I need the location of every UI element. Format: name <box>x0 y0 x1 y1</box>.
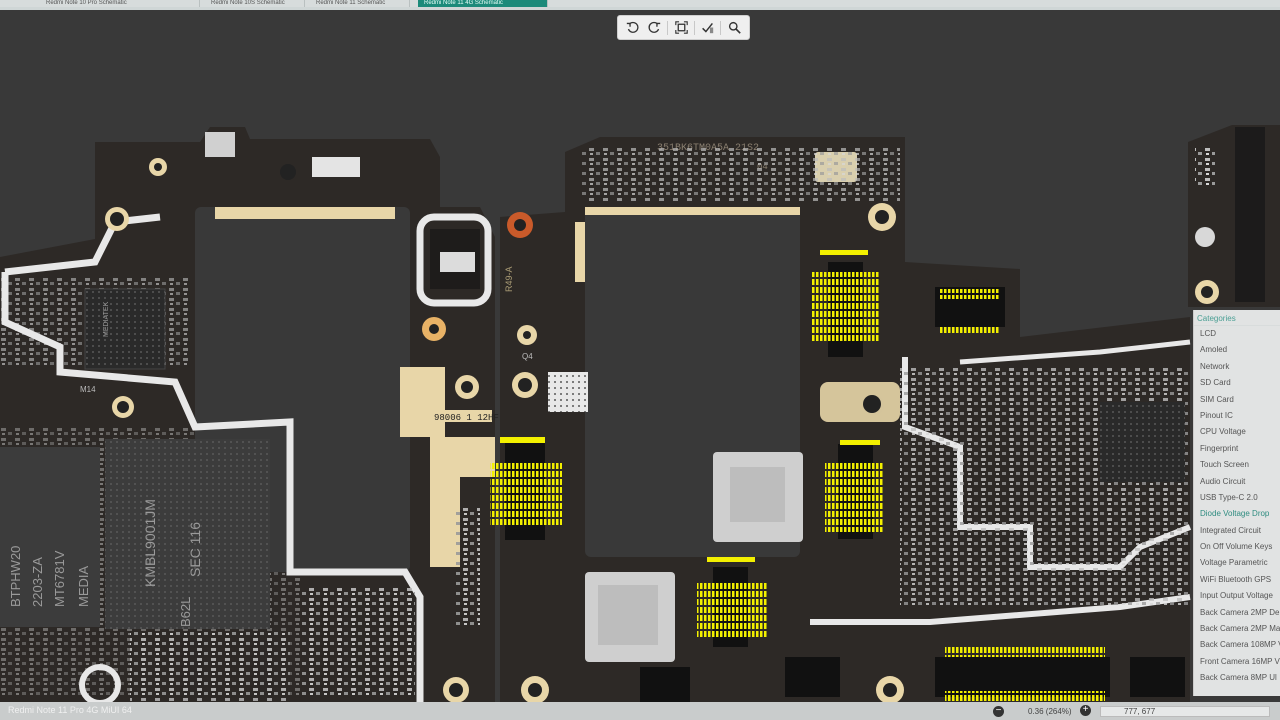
tab-3-active[interactable]: Redmi Note 11 4G Schematic <box>418 0 548 7</box>
categories-title: Categories <box>1194 310 1280 326</box>
status-bar: Redmi Note 11 Pro 4G MiUI 64 − 0.36 (264… <box>0 702 1280 720</box>
category-item[interactable]: Back Camera 108MP V <box>1200 640 1280 650</box>
tab-label: Redmi Note 11 Schematic <box>316 0 386 6</box>
measure-icon <box>702 22 714 34</box>
chip-label: MEDIA <box>76 566 91 608</box>
model-name: Redmi Note 11 Pro 4G MiUI 64 <box>8 705 132 715</box>
category-item[interactable]: CPU Voltage <box>1200 427 1246 437</box>
fit-screen-icon <box>674 21 688 34</box>
measure-button[interactable] <box>699 19 717 37</box>
category-item[interactable]: Front Camera 16MP V <box>1200 656 1280 666</box>
board-label: 98006 1 12HF <box>434 413 499 423</box>
search-button[interactable] <box>725 19 743 37</box>
category-item[interactable]: Amoled <box>1200 345 1228 355</box>
tab-label: Redmi Note 10S Schematic <box>211 0 285 6</box>
view-toolbar <box>617 15 750 40</box>
category-item[interactable]: Back Camera 8MP Ul <box>1200 673 1277 683</box>
category-item[interactable]: Network <box>1200 361 1230 371</box>
chip-label: MT6781V <box>52 550 67 607</box>
toolbar-divider <box>693 20 695 35</box>
category-item[interactable]: Back Camera 2MP De <box>1200 607 1280 617</box>
chip-label: B62L <box>178 597 193 627</box>
chip-label: MEDIATEK <box>103 301 110 337</box>
board-label: R49-A <box>504 266 514 292</box>
toolbar-divider <box>720 20 722 35</box>
pcb-board-view[interactable]: MEDIATEK KMBL9001JM SEC 116 B62L BTPHW20… <box>0 7 1280 707</box>
left-board: MEDIATEK KMBL9001JM SEC 116 B62L BTPHW20… <box>0 127 499 707</box>
middle-board: 351BK6TM0A5A 21S2 04 R49-A Q4 <box>490 137 1192 707</box>
category-item[interactable]: Voltage Parametric <box>1200 558 1268 568</box>
category-item[interactable]: Back Camera 2MP Ma <box>1200 624 1280 634</box>
rotate-left-icon <box>627 21 639 33</box>
category-item[interactable]: SD Card <box>1200 378 1231 388</box>
category-item[interactable]: Touch Screen <box>1200 460 1249 470</box>
category-item[interactable]: Integrated Circuit <box>1200 525 1261 535</box>
rotate-right-icon <box>648 21 661 33</box>
tab-2[interactable]: Redmi Note 11 Schematic <box>310 0 410 7</box>
right-board <box>1188 125 1280 307</box>
chip-label: 2203-ZA <box>30 557 45 607</box>
board-label: Q4 <box>522 352 533 361</box>
rotate-left-button[interactable] <box>624 19 642 37</box>
fit-screen-button[interactable] <box>672 19 690 37</box>
zoom-control: − 0.36 (264%) <box>993 705 1081 717</box>
tab-1[interactable]: Redmi Note 10S Schematic <box>205 0 305 7</box>
tab-0[interactable]: Redmi Note 10 Pro Schematic <box>40 0 200 7</box>
coordinate-readout: 777, 677 <box>1100 706 1270 717</box>
category-item[interactable]: USB Type-C 2.0 <box>1200 492 1258 502</box>
tab-label: Redmi Note 11 4G Schematic <box>424 0 503 6</box>
category-item[interactable]: LCD <box>1200 329 1217 338</box>
zoom-in-button[interactable]: + <box>1080 705 1091 716</box>
zoom-out-button[interactable]: − <box>993 705 1004 717</box>
category-item[interactable]: Diode Voltage Drop <box>1200 509 1270 519</box>
search-icon <box>728 21 741 34</box>
toolbar-divider <box>667 20 669 35</box>
category-item[interactable]: Input Output Voltage <box>1200 591 1273 601</box>
category-item[interactable]: Fingerprint <box>1200 443 1239 453</box>
canvas-top-edge <box>0 7 1280 10</box>
category-item[interactable]: Pinout IC <box>1200 410 1233 420</box>
board-label: M14 <box>80 385 96 394</box>
category-item[interactable]: Audio Circuit <box>1200 476 1246 486</box>
chip-label: SEC 116 <box>187 522 203 577</box>
category-item[interactable]: On Off Volume Keys <box>1200 542 1273 552</box>
zoom-level: 0.36 (264%) <box>1028 706 1072 716</box>
chip-label: BTPHW20 <box>8 546 23 607</box>
coordinates-value: 777, 677 <box>1124 707 1156 716</box>
category-item[interactable]: WiFi Bluetooth GPS <box>1200 574 1272 584</box>
category-item[interactable]: SIM Card <box>1200 394 1234 404</box>
tab-label: Redmi Note 10 Pro Schematic <box>46 0 127 6</box>
tab-bar: Redmi Note 10 Pro Schematic Redmi Note 1… <box>0 0 1280 7</box>
rotate-right-button[interactable] <box>646 19 664 37</box>
chip-label: KMBL9001JM <box>142 499 158 587</box>
